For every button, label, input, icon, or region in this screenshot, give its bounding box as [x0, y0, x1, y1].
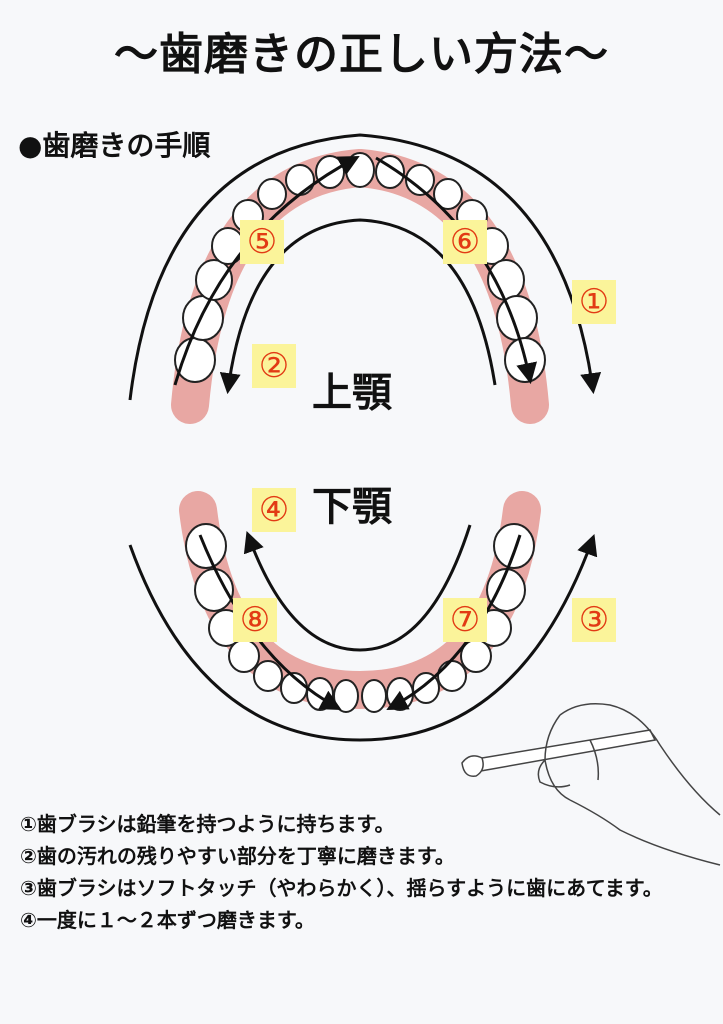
- upper-teeth: [174, 152, 546, 383]
- instructions-list: ①歯ブラシは鉛筆を持つように持ちます。 ②歯の汚れの残りやすい部分を丁寧に磨きま…: [20, 808, 710, 936]
- lower-inner-arrow: [243, 524, 472, 652]
- step-badge-2: ②: [252, 344, 296, 388]
- lower-jaw-label: 下顎: [312, 484, 392, 530]
- instruction-item: ①歯ブラシは鉛筆を持つように持ちます。: [20, 812, 395, 836]
- instruction-item: ③歯ブラシはソフトタッチ（やわらかく）、揺らすように歯にあてます。: [20, 876, 663, 900]
- upper-inner-arrow: [219, 218, 497, 395]
- hand-with-toothbrush-illustration: [461, 703, 721, 866]
- page-title: 〜歯磨きの正しい方法〜: [114, 29, 609, 80]
- step-badge-8: ⑧: [233, 598, 277, 642]
- upper-jaw: [128, 133, 602, 424]
- step-badge-4: ④: [252, 488, 296, 532]
- upper-jaw-label: 上顎: [312, 370, 392, 416]
- step-badge-7: ⑦: [443, 598, 487, 642]
- step-badge-1: ①: [572, 280, 616, 324]
- step-badge-3: ③: [572, 598, 616, 642]
- lower-jaw: [128, 491, 598, 742]
- step-badge-5: ⑤: [240, 220, 284, 264]
- lower-outer-arrow: [128, 534, 598, 742]
- upper-outer-arrow: [128, 133, 602, 401]
- step-badge-6: ⑥: [443, 220, 487, 264]
- section-heading: ●歯磨きの手順: [18, 129, 211, 162]
- instruction-item: ④一度に１〜２本ずつ磨きます。: [20, 908, 315, 932]
- instruction-item: ②歯の汚れの残りやすい部分を丁寧に磨きます。: [20, 844, 455, 868]
